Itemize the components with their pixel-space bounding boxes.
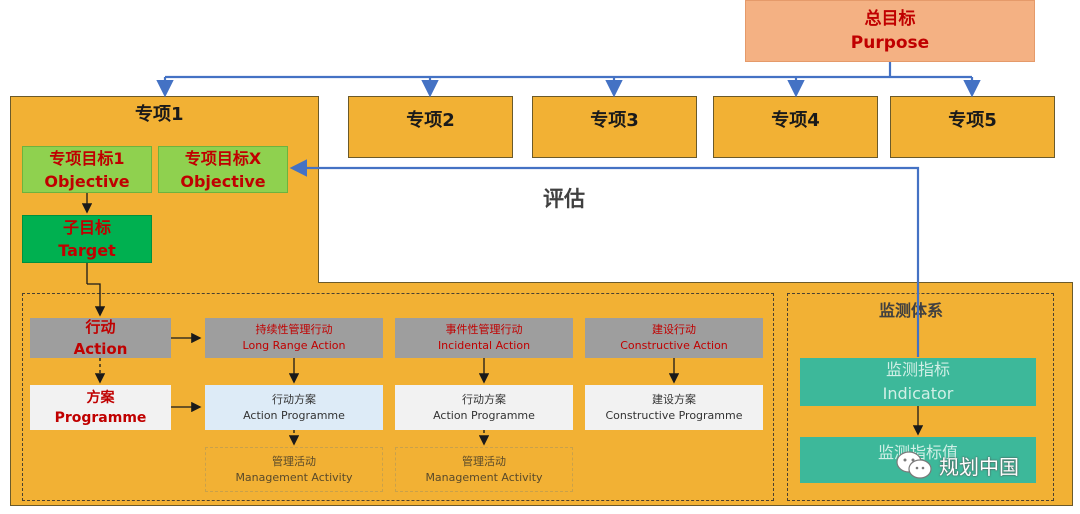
watermark: 规划中国 bbox=[895, 450, 1019, 480]
action-programme-2-zh: 行动方案 bbox=[462, 392, 506, 406]
constructive-box: 建设行动 Constructive Action bbox=[585, 318, 763, 358]
action-zh: 行动 bbox=[85, 318, 116, 336]
objective1-box: 专项目标1 Objective bbox=[22, 146, 152, 193]
monitoring-title: 监测体系 bbox=[879, 301, 944, 320]
action-programme-1-en: Action Programme bbox=[243, 408, 345, 422]
topic2-box: 专项2 bbox=[348, 96, 513, 158]
action-programme-2-en: Action Programme bbox=[433, 408, 535, 422]
management-activity-2-en: Management Activity bbox=[425, 470, 543, 484]
purpose-box: 总目标 Purpose bbox=[745, 0, 1035, 62]
management-activity-1-box: 管理活动 Management Activity bbox=[205, 447, 383, 492]
topic5-label: 专项5 bbox=[948, 110, 997, 131]
wechat-icon bbox=[896, 451, 932, 479]
management-activity-1-zh: 管理活动 bbox=[272, 454, 316, 468]
action-en: Action bbox=[73, 340, 128, 358]
constructive-programme-zh: 建设方案 bbox=[652, 392, 696, 406]
management-activity-2-box: 管理活动 Management Activity bbox=[395, 447, 573, 492]
topic5-box: 专项5 bbox=[890, 96, 1055, 158]
watermark-text: 规划中国 bbox=[939, 454, 1019, 479]
topic4-box: 专项4 bbox=[713, 96, 878, 158]
target-box: 子目标 Target bbox=[22, 215, 152, 263]
long-range-zh: 持续性管理行动 bbox=[255, 323, 333, 336]
evaluate-feedback-line bbox=[289, 159, 920, 357]
topic1-label: 专项1 bbox=[135, 104, 184, 125]
constructive-programme-box: 建设方案 Constructive Programme bbox=[585, 385, 763, 430]
constructive-programme-en: Constructive Programme bbox=[605, 408, 743, 422]
monitoring-dashed-container bbox=[787, 293, 1054, 501]
objective1-en: Objective bbox=[44, 171, 130, 191]
flow-arrows bbox=[81, 193, 924, 446]
incidental-zh: 事件性管理行动 bbox=[445, 323, 523, 336]
target-zh: 子目标 bbox=[62, 218, 111, 237]
management-activity-2-zh: 管理活动 bbox=[462, 454, 506, 468]
objectiveX-box: 专项目标X Objective bbox=[158, 146, 288, 193]
programme-en: Programme bbox=[54, 409, 147, 426]
long-range-box: 持续性管理行动 Long Range Action bbox=[205, 318, 383, 358]
action-programme-1-zh: 行动方案 bbox=[272, 392, 316, 406]
incidental-box: 事件性管理行动 Incidental Action bbox=[395, 318, 573, 358]
topic2-label: 专项2 bbox=[406, 110, 455, 131]
action-programme-1-box: 行动方案 Action Programme bbox=[205, 385, 383, 430]
purpose-branch-lines bbox=[156, 62, 981, 98]
objective1-zh: 专项目标1 bbox=[49, 148, 125, 168]
constructive-en: Constructive Action bbox=[620, 339, 728, 352]
action-dashed-container bbox=[22, 293, 774, 501]
action-box: 行动 Action bbox=[30, 318, 171, 358]
action-programme-2-box: 行动方案 Action Programme bbox=[395, 385, 573, 430]
purpose-en: Purpose bbox=[850, 33, 930, 53]
purpose-zh: 总目标 bbox=[864, 9, 916, 29]
objectiveX-en: Objective bbox=[180, 171, 266, 191]
topic4-label: 专项4 bbox=[771, 110, 820, 131]
programme-box: 方案 Programme bbox=[30, 385, 171, 430]
indicator-zh: 监测指标 bbox=[885, 360, 950, 379]
evaluate-label: 评估 bbox=[543, 187, 585, 211]
indicator-box: 监测指标 Indicator bbox=[800, 358, 1036, 406]
long-range-en: Long Range Action bbox=[242, 339, 346, 352]
target-en: Target bbox=[58, 241, 116, 260]
topic3-box: 专项3 bbox=[532, 96, 697, 158]
topic3-label: 专项3 bbox=[590, 110, 639, 131]
indicator-en: Indicator bbox=[882, 384, 954, 403]
programme-zh: 方案 bbox=[86, 389, 115, 406]
management-activity-1-en: Management Activity bbox=[235, 470, 353, 484]
incidental-en: Incidental Action bbox=[437, 339, 531, 352]
constructive-zh: 建设行动 bbox=[652, 323, 696, 336]
objectiveX-zh: 专项目标X bbox=[184, 148, 262, 168]
